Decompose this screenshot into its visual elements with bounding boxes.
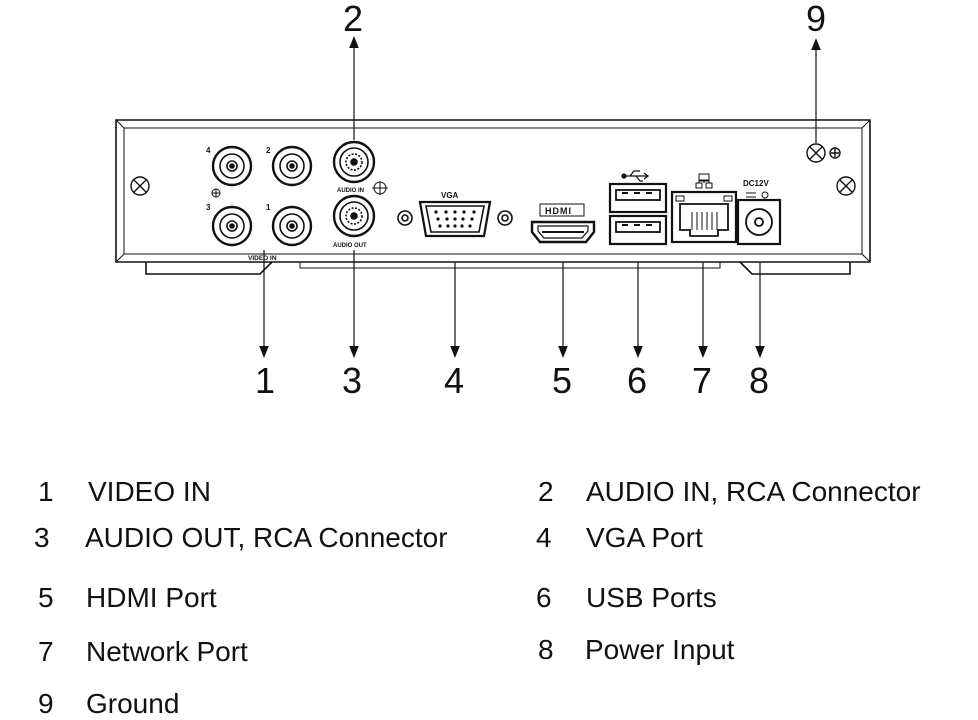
usb-ports bbox=[608, 182, 668, 246]
legend-label: USB Ports bbox=[586, 582, 717, 613]
audio-out-rca-connector bbox=[332, 194, 376, 238]
callout-number-3: 3 bbox=[342, 360, 362, 401]
legend-label: Ground bbox=[86, 688, 180, 719]
network-icon bbox=[695, 173, 713, 189]
callout-number-5: 5 bbox=[552, 360, 572, 401]
legend-label: VGA Port bbox=[586, 522, 703, 553]
legend-number: 9 bbox=[38, 688, 54, 719]
legend-item-3: 3 AUDIO OUT, RCA Connector bbox=[34, 522, 448, 554]
callout-number-9: 9 bbox=[806, 0, 826, 39]
network-rj45-port bbox=[670, 190, 738, 244]
legend-item-8: 8 Power Input bbox=[538, 634, 734, 666]
callout-number-2: 2 bbox=[343, 0, 363, 39]
legend-label: VIDEO IN bbox=[88, 476, 211, 507]
hdmi-port bbox=[530, 220, 596, 244]
legend-label: HDMI Port bbox=[86, 582, 217, 613]
ground-screw bbox=[806, 143, 841, 163]
video-in-bnc-connectors bbox=[211, 145, 313, 247]
vga-panel-label: VGA bbox=[441, 191, 459, 200]
callout-number-1: 1 bbox=[255, 360, 275, 401]
audio-in-symbol-icon bbox=[372, 181, 388, 195]
legend-label: AUDIO IN, RCA Connector bbox=[586, 476, 921, 507]
legend-item-9: 9 Ground bbox=[38, 688, 179, 720]
legend-item-2: 2 AUDIO IN, RCA Connector bbox=[538, 476, 921, 508]
callout-number-6: 6 bbox=[627, 360, 647, 401]
vga-port bbox=[397, 200, 513, 238]
legend-item-6: 6 USB Ports bbox=[536, 582, 717, 614]
legend-number: 5 bbox=[38, 582, 54, 613]
dc12v-panel-label: DC12V bbox=[743, 179, 769, 188]
audio-in-panel-label: AUDIO IN bbox=[337, 188, 364, 194]
side-screw-left bbox=[130, 176, 150, 196]
side-screw-right bbox=[836, 176, 856, 196]
legend-number: 3 bbox=[34, 522, 50, 553]
legend-number: 2 bbox=[538, 476, 554, 507]
ground-symbol-icon bbox=[211, 188, 221, 198]
callout-number-4: 4 bbox=[444, 360, 464, 401]
svg-text:HDMI: HDMI bbox=[545, 206, 572, 216]
rear-panel-diagram: 4 2 3 1 VIDEO IN AUDIO IN AUDIO OUT VGA … bbox=[115, 0, 871, 401]
legend-number: 1 bbox=[38, 476, 54, 507]
legend-item-7: 7 Network Port bbox=[38, 636, 248, 668]
audio-out-panel-label: AUDIO OUT bbox=[333, 243, 367, 249]
callout-lines bbox=[259, 36, 821, 358]
device-chassis bbox=[115, 119, 871, 275]
legend-label: Power Input bbox=[585, 634, 735, 665]
legend-label: Network Port bbox=[86, 636, 248, 667]
callout-number-7: 7 bbox=[692, 360, 712, 401]
bnc-number-4: 4 bbox=[206, 146, 211, 155]
legend-number: 8 bbox=[538, 634, 554, 665]
bnc-number-1: 1 bbox=[266, 203, 271, 212]
legend-number: 6 bbox=[536, 582, 552, 613]
bnc-number-2: 2 bbox=[266, 146, 271, 155]
legend-label: AUDIO OUT, RCA Connector bbox=[85, 522, 448, 553]
legend-number: 4 bbox=[536, 522, 552, 553]
bnc-number-3: 3 bbox=[206, 203, 211, 212]
callout-number-8: 8 bbox=[749, 360, 769, 401]
video-in-panel-label: VIDEO IN bbox=[248, 255, 277, 262]
hdmi-logo: HDMI bbox=[539, 203, 585, 217]
usb-icon bbox=[621, 170, 649, 182]
audio-in-rca-connector bbox=[332, 140, 376, 184]
legend-number: 7 bbox=[38, 636, 54, 667]
power-input-jack bbox=[736, 198, 782, 246]
polarity-icon bbox=[746, 191, 769, 199]
legend-item-5: 5 HDMI Port bbox=[38, 582, 217, 614]
legend-item-1: 1 VIDEO IN bbox=[38, 476, 211, 508]
legend-item-4: 4 VGA Port bbox=[536, 522, 703, 554]
